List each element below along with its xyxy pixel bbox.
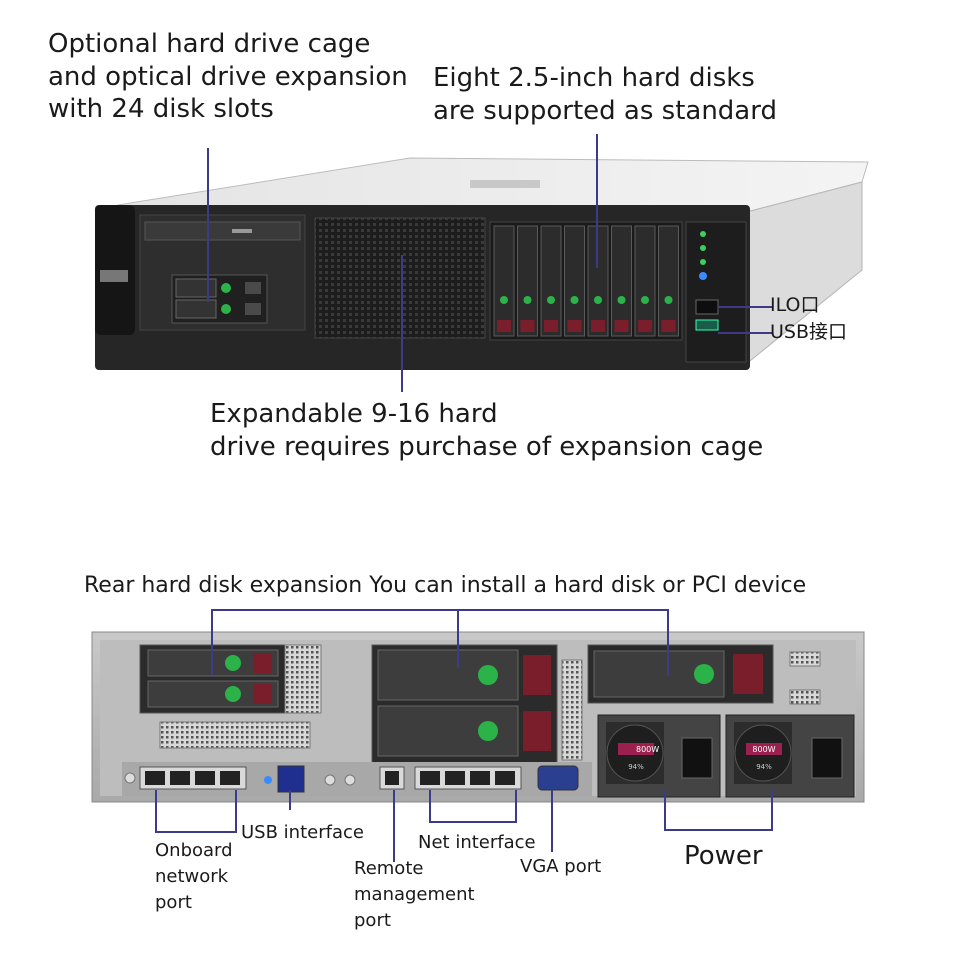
drive-bays-8 [489, 221, 683, 341]
net-interface-ports [414, 766, 522, 790]
drive-bay [564, 225, 585, 337]
label-power: Power [684, 841, 763, 871]
callout-eight-disks-line1: Eight 2.5-inch hard disks [433, 63, 755, 93]
ilo-port-label: ILO口 [770, 294, 820, 316]
label-onboard-line2: network [155, 866, 229, 888]
rear-usb-ports [277, 765, 305, 793]
vga-port [537, 765, 579, 791]
label-vga-port: VGA port [520, 856, 602, 877]
lid-latch [470, 180, 540, 188]
label-remote-management-port: Remote management port [354, 856, 475, 934]
callout-drive-cage: Optional hard drive cage and optical dri… [48, 28, 408, 126]
expansion-mesh-panel [314, 217, 486, 339]
psu2-efficiency-text: 94% [756, 763, 772, 771]
drive-bay [611, 225, 632, 337]
drive-bay [658, 225, 679, 337]
psu1-rating-text: 800W [636, 745, 659, 754]
label-net-interface: Net interface [418, 832, 536, 853]
label-onboard-network-port: Onboard network port [155, 838, 233, 916]
usb-port-label: USB接口 [770, 321, 848, 343]
psu2-rating-text: 800W [752, 745, 775, 754]
drive-bay [493, 225, 515, 337]
front-server [95, 134, 869, 392]
callout-drive-cage-line2: and optical drive expansion [48, 61, 408, 92]
drive-bay [517, 225, 538, 337]
control-panel [685, 221, 747, 363]
label-remote-line2: management [354, 884, 475, 906]
psu1-efficiency-text: 94% [628, 763, 644, 771]
callout-eight-disks: Eight 2.5-inch hard disks are supported … [433, 62, 777, 127]
label-onboard-line1: Onboard [155, 840, 233, 861]
callout-drive-cage-line1: Optional hard drive cage [48, 29, 371, 59]
label-onboard-line3: port [155, 892, 192, 914]
callout-expandable: Expandable 9-16 hard drive requires purc… [210, 398, 763, 463]
callout-expandable-line1: Expandable 9-16 hard [210, 399, 498, 429]
rear-server [91, 609, 865, 862]
drive-bay [634, 225, 656, 337]
psu-rating-badge [618, 743, 654, 755]
drive-led-green [221, 283, 231, 293]
onboard-network-ports [139, 766, 247, 790]
ear-label [100, 270, 128, 282]
drive-bay [587, 225, 609, 337]
uid-led [699, 272, 707, 280]
callout-rear-expansion: Rear hard disk expansion You can install… [84, 573, 807, 598]
callout-expandable-line2: drive requires purchase of expansion cag… [210, 431, 764, 462]
usb-port-front [695, 319, 719, 331]
label-remote-line1: Remote [354, 858, 424, 879]
drive-bay [540, 225, 562, 337]
label-remote-line3: port [354, 910, 391, 932]
callout-drive-cage-line3: with 24 disk slots [48, 94, 274, 124]
ilo-port [695, 299, 719, 315]
callout-eight-disks-line2: are supported as standard [433, 95, 777, 126]
psu-rating-badge [746, 743, 782, 755]
drive-led-green [221, 304, 231, 314]
label-usb-interface: USB interface [241, 822, 364, 843]
